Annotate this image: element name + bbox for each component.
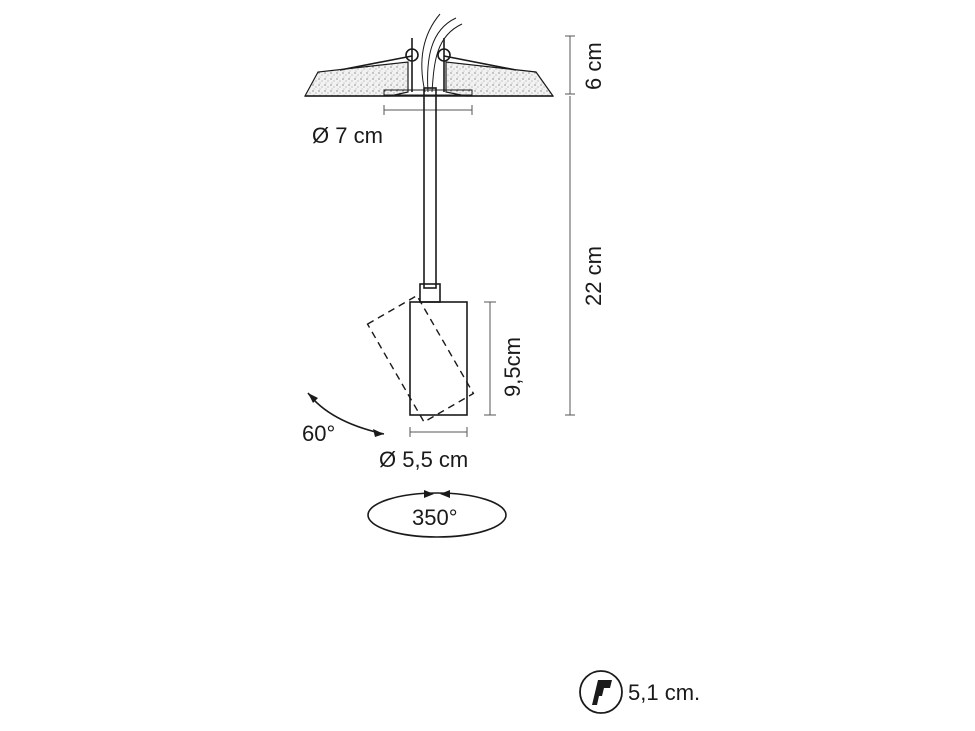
canopy-diameter-label: Ø 7 cm [312, 123, 383, 148]
total-drop-dimension [565, 96, 575, 416]
total-drop-label: 22 cm [581, 246, 606, 306]
ceiling-depth-dimension [565, 35, 575, 95]
spot-diameter-dimension [409, 427, 468, 437]
cutout-size-label: 5,1 cm. [628, 680, 700, 705]
tilted-spot-outline [366, 294, 475, 423]
lamp-stem [419, 87, 441, 303]
tilt-angle-arrow [307, 392, 385, 437]
canopy-diameter-dimension [383, 105, 473, 115]
ceiling-section [303, 61, 555, 97]
spot-height-label: 9,5cm [500, 337, 525, 397]
spot-diameter-label: Ø 5,5 cm [379, 447, 468, 472]
spot-body [409, 301, 468, 416]
power-cables [421, 13, 463, 93]
recessed-cutout-icon [579, 670, 623, 714]
rotation-indicator [367, 490, 507, 538]
ceiling-depth-label: 6 cm [581, 42, 606, 90]
rotation-angle-label: 350° [412, 505, 458, 530]
spot-height-dimension [484, 301, 496, 416]
tilt-angle-label: 60° [302, 421, 335, 446]
